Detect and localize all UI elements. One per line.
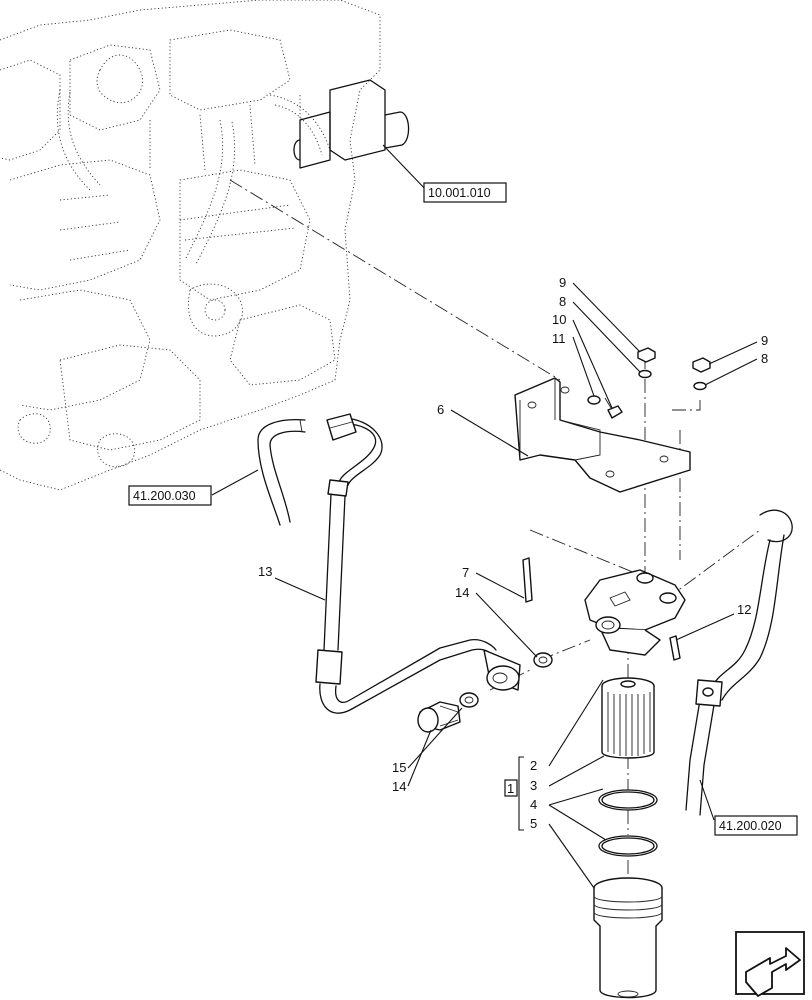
- callout-1: 1: [507, 781, 514, 796]
- ref-link-hose-right-label: 41.200.020: [719, 819, 782, 833]
- ref-link-engine-label: 10.001.010: [428, 186, 491, 200]
- filter-bowl: [593, 877, 663, 999]
- ref-link-hose-left-label: 41.200.030: [133, 489, 196, 503]
- callout-5: 5: [530, 816, 537, 831]
- fasteners: [587, 347, 711, 419]
- callout-8-left: 8: [559, 294, 566, 309]
- reference-links[interactable]: 10.001.010 41.200.030 41.200.020: [128, 182, 798, 836]
- callout-14-lower: 14: [392, 779, 406, 794]
- o-rings: [598, 789, 658, 857]
- engine-block-phantom: [0, 0, 410, 491]
- callout-11: 11: [552, 331, 566, 346]
- alignment-lines: [229, 179, 761, 880]
- kit-1-box: [504, 779, 518, 797]
- filter-element: [601, 677, 655, 759]
- next-page-arrow-icon[interactable]: [735, 931, 805, 997]
- callout-3: 3: [530, 778, 537, 793]
- leader-lines: [211, 144, 758, 889]
- callout-9-right: 9: [761, 333, 768, 348]
- callout-7: 7: [462, 565, 469, 580]
- filter-head: [522, 557, 686, 661]
- fuel-pipe: [315, 413, 521, 714]
- left-hose: [257, 418, 306, 526]
- callout-labels: 9 8 10 11 9 8 6 7 14 12 13 2 3 4 5 15 14…: [258, 275, 768, 831]
- ref-link-hose-left[interactable]: 41.200.030: [128, 485, 212, 506]
- callout-9-left: 9: [559, 275, 566, 290]
- callout-4: 4: [530, 797, 537, 812]
- callout-8-right: 8: [761, 351, 768, 366]
- callout-15: 15: [392, 760, 406, 775]
- ref-link-engine[interactable]: 10.001.010: [423, 182, 507, 203]
- ref-link-hose-right[interactable]: 41.200.020: [714, 815, 798, 836]
- return-hose: [685, 509, 793, 816]
- callout-2: 2: [530, 758, 537, 773]
- mounting-bracket: [514, 377, 691, 493]
- callout-10: 10: [552, 312, 566, 327]
- callout-12: 12: [737, 602, 751, 617]
- banjo-fittings: [417, 652, 553, 733]
- callout-6: 6: [437, 402, 444, 417]
- callout-14-upper: 14: [455, 585, 469, 600]
- callout-13: 13: [258, 564, 272, 579]
